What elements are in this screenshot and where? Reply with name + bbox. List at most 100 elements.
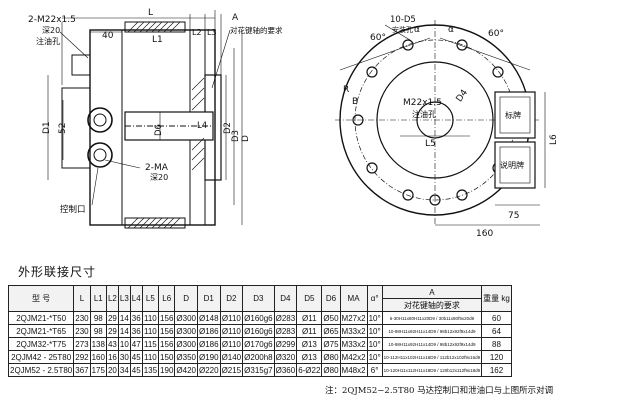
table-cell: 162 (481, 363, 512, 377)
table-cell: 110 (141, 311, 160, 325)
table-cell: Ø13 (296, 350, 323, 364)
table-cell: 64 (481, 324, 512, 338)
table-cell: 292 (73, 350, 91, 364)
dim-L5: L5 (425, 139, 436, 149)
table-cell: 36 (129, 311, 143, 325)
dim-L1: L1 (152, 35, 163, 45)
table-cell: Ø315g7 (242, 363, 275, 377)
dim-L4: L4 (197, 121, 207, 131)
alpha-left: α (414, 25, 420, 35)
table-cell: 110 (141, 350, 160, 364)
section-title: 外形联接尺寸 (18, 265, 97, 279)
table-cell: Ø148 (196, 311, 221, 325)
col-header: A (381, 285, 483, 299)
table-cell: M33x2 (339, 337, 368, 351)
table-cell: Ø80 (321, 363, 341, 377)
table-cell: M42x2 (339, 350, 368, 364)
table-cell: 10-98H11x92H11x14D9 / 98b12x92f9x14d9 (381, 324, 483, 338)
table-cell: 10 (117, 337, 131, 351)
table-cell: 110 (141, 324, 160, 338)
angle-60-right: 60° (488, 29, 504, 39)
col-header: L3 (117, 285, 131, 312)
table-cell: Ø186 (196, 337, 221, 351)
table-cell: Ø140 (219, 350, 244, 364)
nameplate-label: 标牌 (505, 110, 521, 120)
table-cell: 29 (105, 311, 119, 325)
oil-hole-label: 注油孔 (36, 36, 60, 46)
table-cell: Ø160g6 (242, 311, 275, 325)
table-subheader-row: 对花键轴的要求 (9, 298, 512, 312)
table-cell: 2QJM32-*T75 (7, 337, 75, 351)
col-header: D2 (219, 285, 244, 312)
table-cell: 175 (89, 363, 107, 377)
table-cell: 98 (89, 311, 107, 325)
table-cell: 43 (105, 337, 119, 351)
dim-L2: L2 (192, 28, 202, 37)
table-cell: 2QJM52 - 2.5T80 (7, 363, 75, 377)
table-cell: Ø200h8 (242, 350, 275, 364)
table-cell: 10-98H11x92H11x14D9 / 98b12x92f9x14d9 (381, 337, 483, 351)
col-header: MA (339, 285, 368, 312)
table-cell: 230 (73, 324, 91, 338)
table-cell: Ø350 (174, 350, 198, 364)
table-cell: Ø11 (296, 311, 323, 325)
dim-D: D (241, 135, 251, 142)
table-cell: Ø320 (273, 350, 298, 364)
control-port-label: 控制口 (60, 204, 86, 215)
dim-75: 75 (508, 211, 519, 221)
table-cell: 273 (73, 337, 91, 351)
table-cell: 36 (129, 324, 143, 338)
thread-label: 2-M22x1.5 (28, 15, 76, 25)
table-cell: Ø13 (296, 337, 323, 351)
oil-hole-label-right: 注油孔 (412, 109, 436, 119)
col-header: D6 (321, 285, 341, 312)
table-cell: 47 (129, 337, 143, 351)
table-cell: Ø300 (174, 324, 198, 338)
mount-hole-note: 安装孔 (392, 25, 413, 34)
oil-thread-label: M22x1.5 (403, 98, 442, 108)
col-header: D3 (242, 285, 275, 312)
side-view (47, 10, 243, 229)
table-cell: 10-120H11x112H11x18D9 / 120b12x112f9x18d… (381, 363, 483, 377)
table-cell: 6° (366, 363, 383, 377)
table-cell: 190 (158, 363, 176, 377)
col-header: 型 号 (7, 285, 75, 312)
table-cell: 230 (73, 311, 91, 325)
footnote: 注：2QJM52−2.5T80 马达控制口和泄油口与上图所示对调 (325, 386, 554, 396)
table-cell: 34 (117, 363, 131, 377)
table-cell: 30 (117, 350, 131, 364)
table-cell: 29 (105, 324, 119, 338)
table-cell: 156 (158, 324, 176, 338)
col-header: D4 (273, 285, 298, 312)
spline-subheader: 对花键轴的要求 (381, 298, 483, 312)
table-cell: 10-112H11x102H11x16D9 / 112b12x102f9x16d… (381, 350, 483, 364)
alpha-right: α (448, 25, 454, 35)
table-cell: Ø50 (321, 311, 341, 325)
col-header: α° (366, 285, 383, 312)
table-cell: 150 (158, 350, 176, 364)
col-header: L2 (105, 285, 119, 312)
table-cell: Ø80 (321, 350, 341, 364)
col-header: D1 (196, 285, 221, 312)
table-cell: Ø110 (219, 311, 244, 325)
table-cell: 160 (89, 350, 107, 364)
table-cell: 14 (117, 311, 131, 325)
table-cell: Ø215 (219, 363, 244, 377)
table-cell: 45 (129, 363, 143, 377)
table-cell: Ø65 (321, 324, 341, 338)
dim-40: 40 (102, 31, 114, 41)
col-header: L6 (158, 285, 176, 312)
table-cell: 98 (89, 324, 107, 338)
col-header: L (73, 285, 91, 312)
table-cell: Ø420 (174, 363, 198, 377)
table-cell: 115 (141, 337, 160, 351)
dim-160: 160 (476, 229, 493, 239)
